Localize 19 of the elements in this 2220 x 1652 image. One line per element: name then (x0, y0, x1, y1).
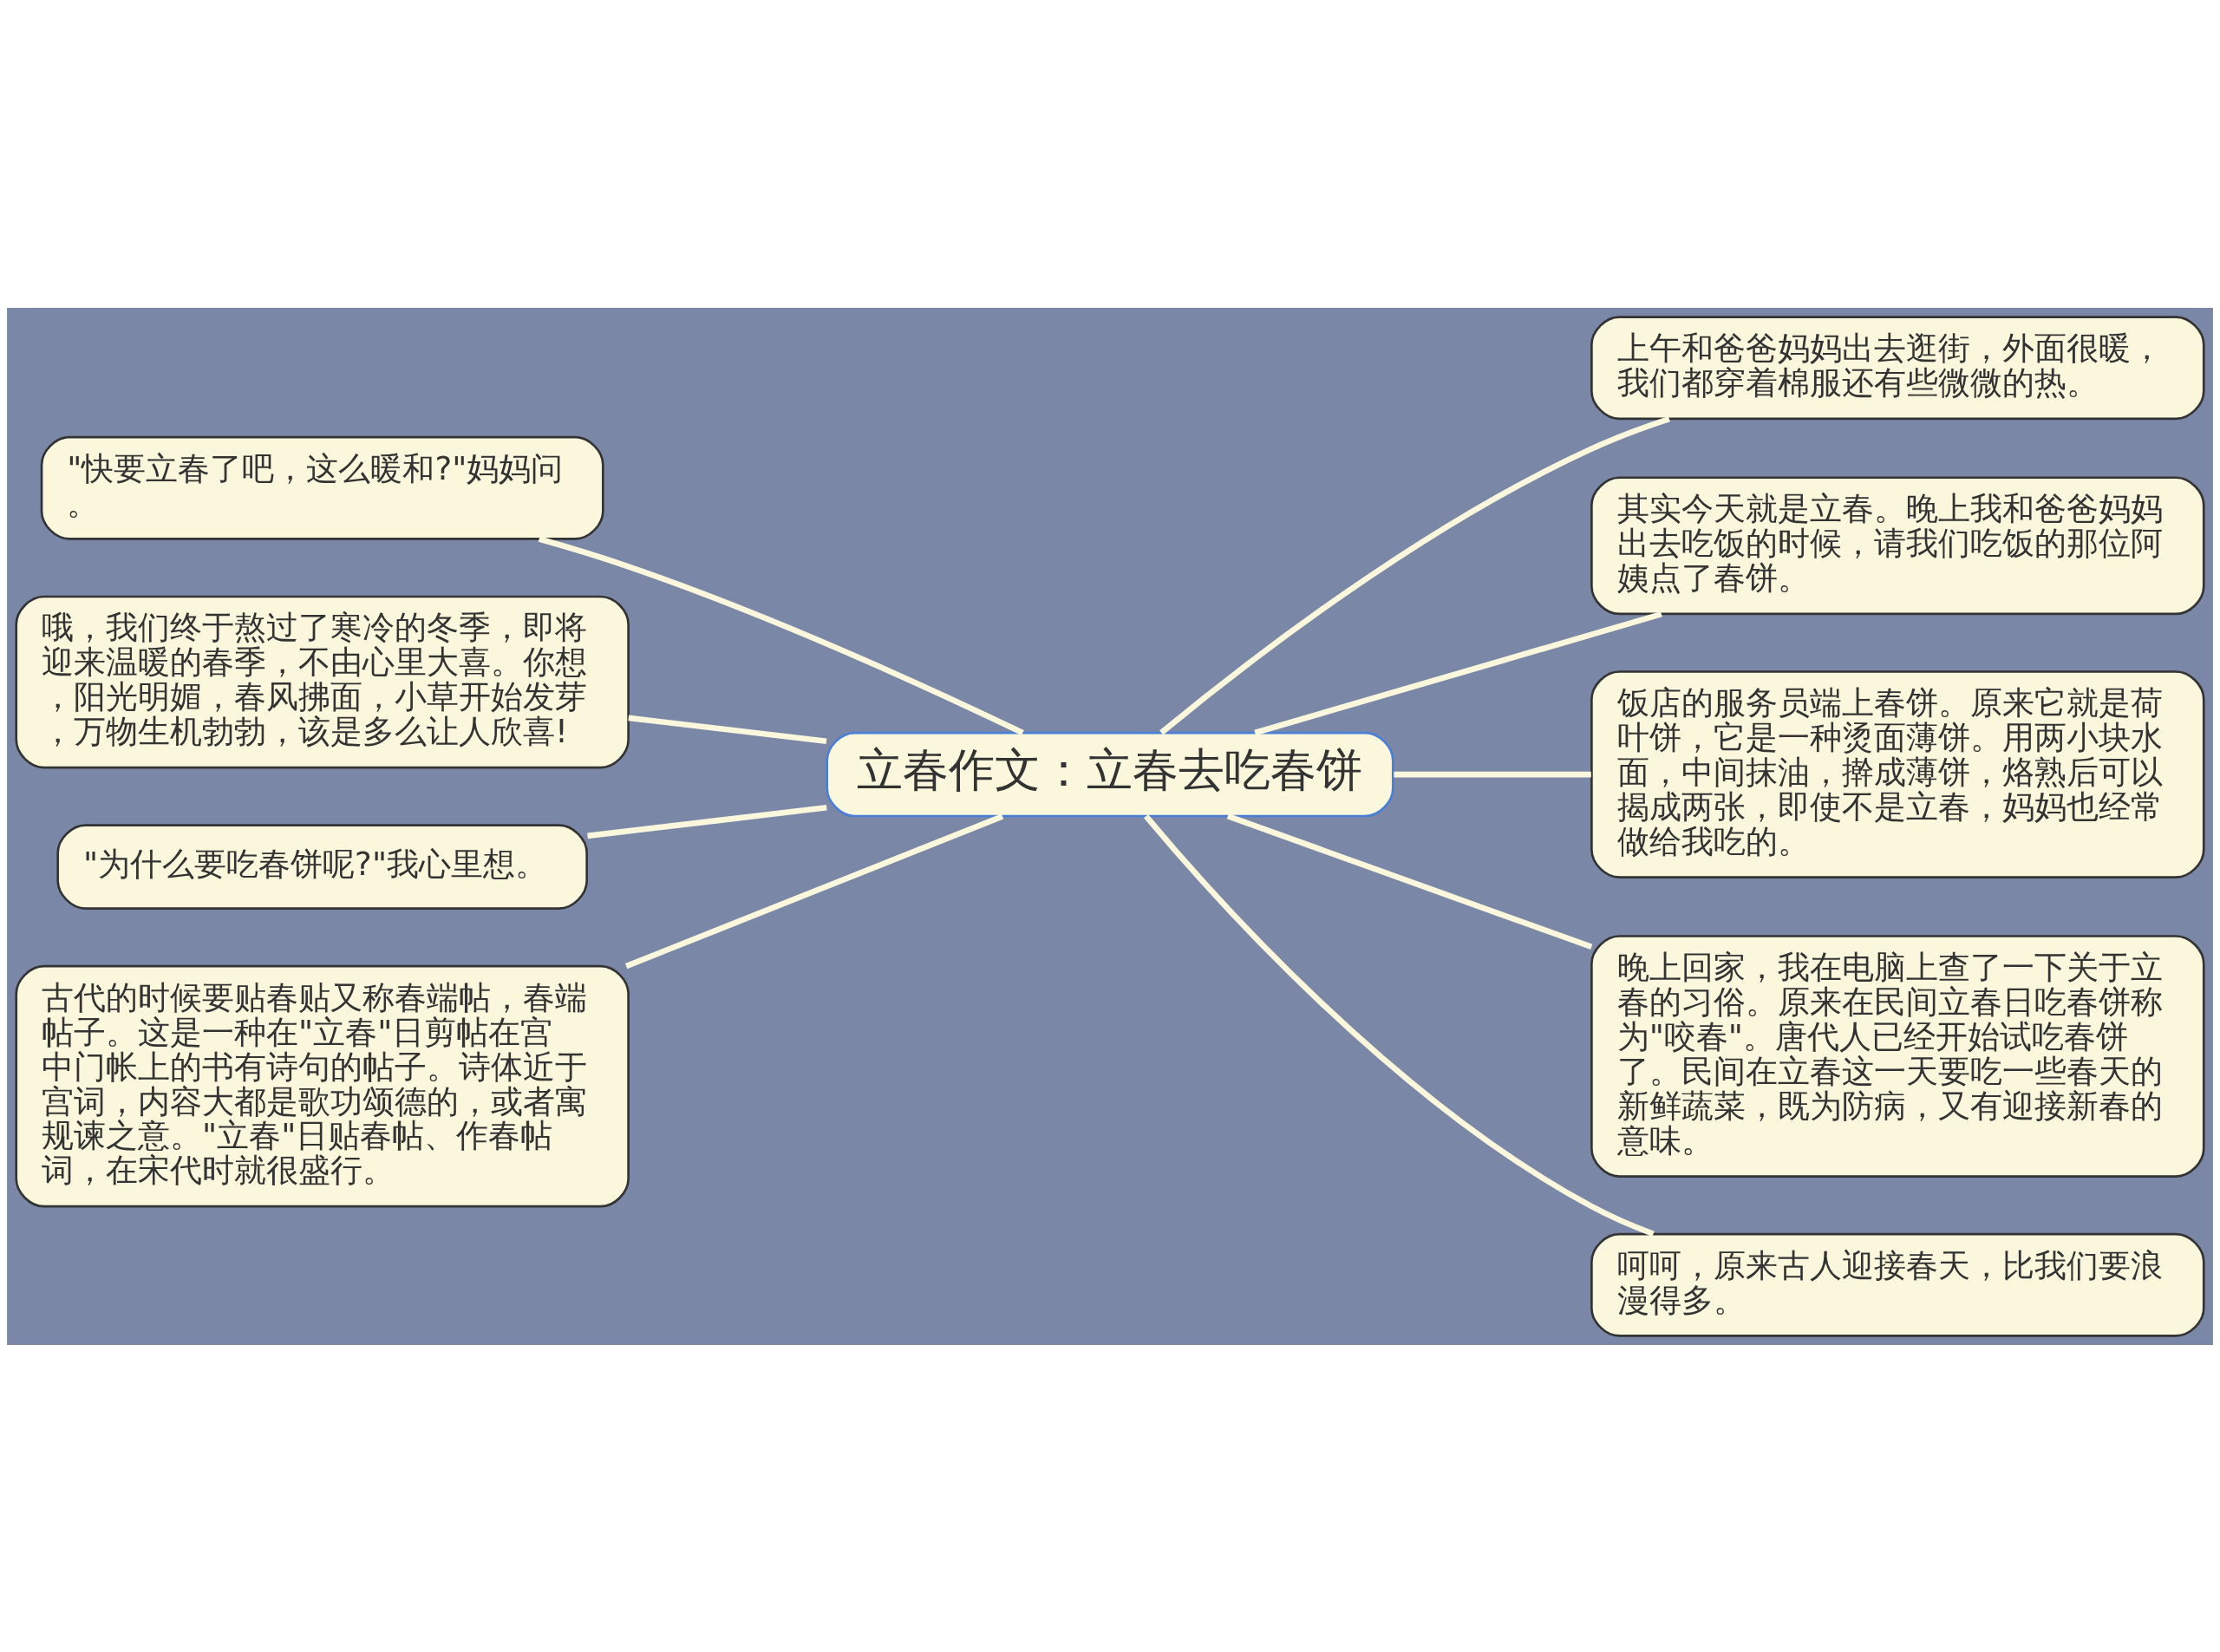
node-box: "为什么要吃春饼呢?"我心里想。 (56, 823, 588, 910)
node-box: "快要立春了吧，这么暖和?"妈妈问。 (40, 435, 604, 540)
connector (628, 715, 827, 744)
connector (1143, 813, 1655, 1237)
connector (1159, 415, 1670, 735)
connector (587, 804, 827, 839)
connector (1394, 771, 1591, 777)
connector (624, 813, 1004, 969)
node-box: 其实今天就是立春。晚上我和爸爸妈妈出去吃饭的时候，请我们吃饭的那位阿姨点了春饼。 (1590, 475, 2205, 615)
node-box: 立春作文：立春去吃春饼 (826, 731, 1394, 817)
connector (1226, 813, 1593, 950)
node-box: 古代的时候要贴春贴又称春端帖，春端帖子。这是一种在"立春"日剪帖在宫中门帐上的书有诗句的帖子。诗体近于宫词，内容大都是歌功颂德的，或者寓规谏之意。"立春"日贴春帖、作春帖词，在宋代时就很盛行。 (15, 964, 630, 1207)
node-box: 哦，我们终于熬过了寒冷的冬季，即将迎来温暖的春季，不由心里大喜。你想，阳光明媚，春风拂面，小草开始发芽，万物生机勃勃，该是多么让人欣喜! (15, 595, 630, 768)
connector (538, 535, 1024, 735)
node-box: 饭店的服务员端上春饼。原来它就是荷叶饼，它是一种烫面薄饼。用两小块水面，中间抹油，擀成薄饼，烙熟后可以揭成两张，即使不是立春，妈妈也经常做给我吃的。 (1590, 669, 2205, 878)
node-box: 呵呵，原来古人迎接春天，比我们要浪漫得多。 (1590, 1232, 2205, 1337)
node-box: 上午和爸爸妈妈出去逛街，外面很暖，我们都穿着棉服还有些微微的热。 (1590, 315, 2205, 420)
connector (1254, 611, 1662, 735)
node-box: 晚上回家，我在电脑上查了一下关于立春的习俗。原来在民间立春日吃春饼称为"咬春"。唐代人已经开始试吃春饼了。民间在立春这一天要吃一些春天的新鲜蔬菜，既为防病，又有迎接新春的意味。 (1590, 934, 2205, 1178)
